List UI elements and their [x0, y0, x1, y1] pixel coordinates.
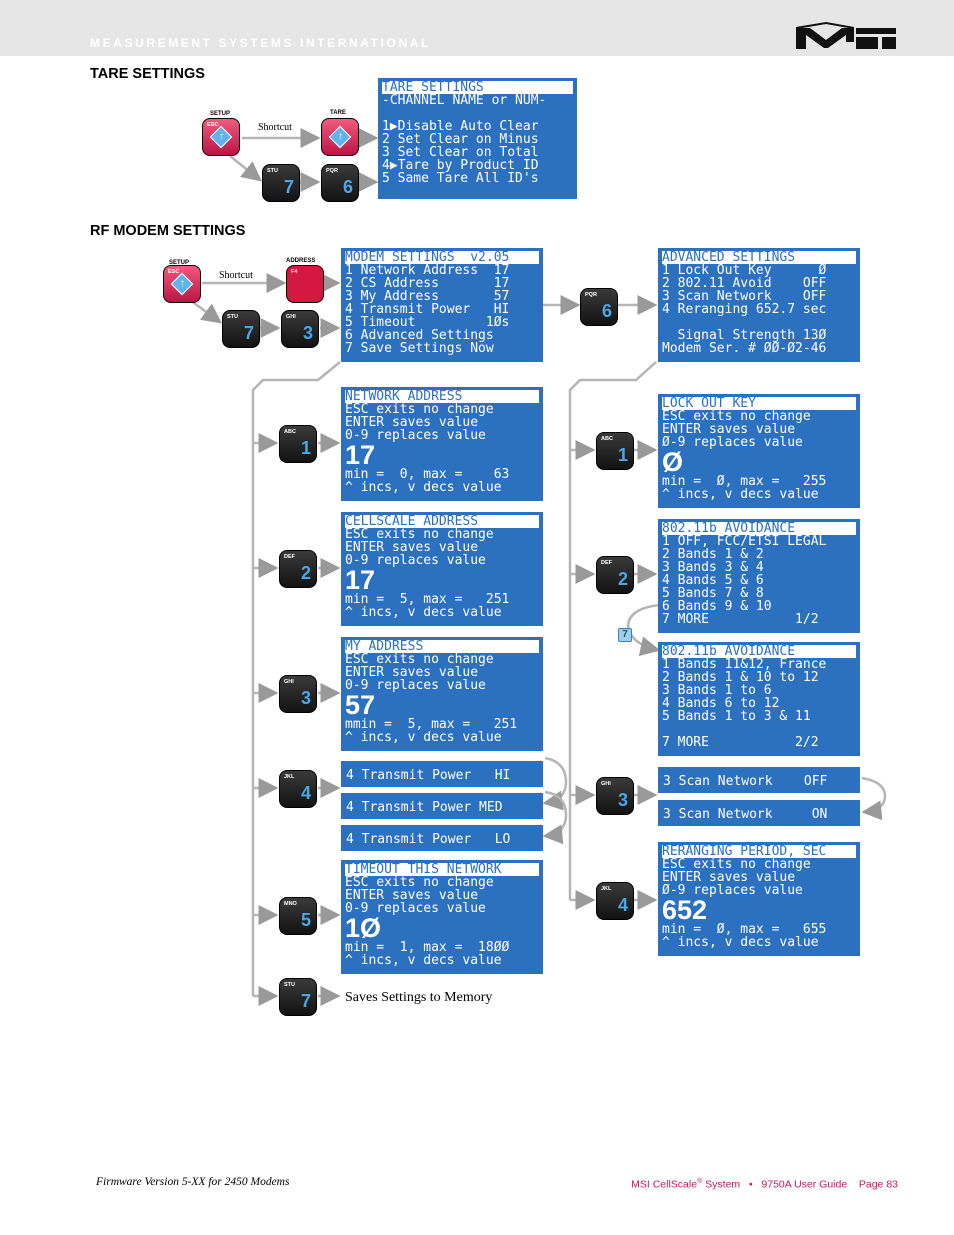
firmware-note: Firmware Version 5-XX for 2450 Modems	[96, 1176, 290, 1188]
rf-setup-esc-key[interactable]: ESC ↑	[163, 265, 201, 303]
rf-key-7[interactable]: STU 7	[222, 310, 260, 348]
left-key-2[interactable]: DEF 2	[279, 550, 317, 588]
advanced-key-6[interactable]: PQR 6	[580, 288, 618, 326]
arrow-icon: ↑	[328, 125, 352, 149]
tare-settings-screen: TARE SETTINGS -CHANNEL NAME or NUM- 1▶Di…	[378, 78, 577, 199]
address-f4-key[interactable]: F4	[286, 265, 324, 303]
right-key-1[interactable]: ABC 1	[596, 432, 634, 470]
right-key-4[interactable]: JKL 4	[596, 882, 634, 920]
transmit-power-med-screen: 4 Transmit Power MED	[341, 793, 543, 819]
more-key-7[interactable]: 7	[618, 628, 632, 642]
left-key-3[interactable]: GHI 3	[279, 675, 317, 713]
transmit-power-lo-screen: 4 Transmit Power LO	[341, 825, 543, 851]
network-address-screen: NETWORK ADDRESS ESC exits no change ENTE…	[341, 387, 543, 501]
rf-key-3[interactable]: GHI 3	[281, 310, 319, 348]
tare-shortcut-label: Shortcut	[258, 122, 292, 133]
tare-key[interactable]: ↑	[321, 118, 359, 156]
arrow-icon: ↑	[209, 125, 233, 149]
setup-key-label: SETUP	[210, 111, 231, 117]
cellscale-address-screen: CELLSCALE ADDRESS ESC exits no change EN…	[341, 512, 543, 626]
scan-network-on-screen: 3 Scan Network ON	[658, 800, 860, 826]
page-footer: MSI CellScale® System • 9750A User Guide…	[631, 1178, 898, 1191]
key-7[interactable]: STU 7	[262, 164, 300, 202]
transmit-power-hi-screen: 4 Transmit Power HI	[341, 761, 543, 787]
saves-settings-note: Saves Settings to Memory	[345, 990, 493, 1005]
timeout-screen: TIMEOUT THIS NETWORK ESC exits no change…	[341, 860, 543, 974]
avoidance-screen-1: 802.11b AVOIDANCE 1 OFF, FCC/ETSI LEGAL …	[658, 519, 860, 633]
msi-logo	[796, 22, 896, 50]
page-header: MEASUREMENT SYSTEMS INTERNATIONAL	[0, 0, 954, 56]
left-key-1[interactable]: ABC 1	[279, 425, 317, 463]
tare-section-title: TARE SETTINGS	[90, 66, 205, 82]
arrow-icon: ↑	[170, 272, 194, 296]
address-key-label: ADDRESS	[286, 258, 316, 264]
lock-out-key-screen: LOCK OUT KEY ESC exits no change ENTER s…	[658, 394, 860, 508]
right-key-2[interactable]: DEF 2	[596, 556, 634, 594]
left-key-7[interactable]: STU 7	[279, 978, 317, 1016]
rf-setup-key-label: SETUP	[169, 260, 190, 266]
right-key-3[interactable]: GHI 3	[596, 777, 634, 815]
company-name: MEASUREMENT SYSTEMS INTERNATIONAL	[90, 36, 431, 50]
rf-shortcut-label: Shortcut	[219, 270, 253, 281]
tare-key-label: TARE	[330, 110, 346, 116]
advanced-settings-screen: ADVANCED SETTINGS 1 Lock Out Key Ø 2 802…	[658, 248, 860, 362]
page-number: Page 83	[858, 1178, 898, 1191]
avoidance-screen-2: 802.11b AVOIDANCE 1 Bands 11&12, France …	[658, 642, 860, 756]
left-key-5[interactable]: MNO 5	[279, 897, 317, 935]
modem-settings-screen: MODEM SETTINGS v2.05 1 Network Address 1…	[341, 248, 543, 362]
scan-network-off-screen: 3 Scan Network OFF	[658, 767, 860, 793]
reranging-screen: RERANGING PERIOD, SEC ESC exits no chang…	[658, 842, 860, 956]
rf-section-title: RF MODEM SETTINGS	[90, 223, 246, 239]
key-6[interactable]: PQR 6	[321, 164, 359, 202]
setup-esc-key[interactable]: ESC ↑	[202, 118, 240, 156]
left-key-4[interactable]: JKL 4	[279, 770, 317, 808]
my-address-screen: MY ADDRESS ESC exits no change ENTER sav…	[341, 637, 543, 751]
